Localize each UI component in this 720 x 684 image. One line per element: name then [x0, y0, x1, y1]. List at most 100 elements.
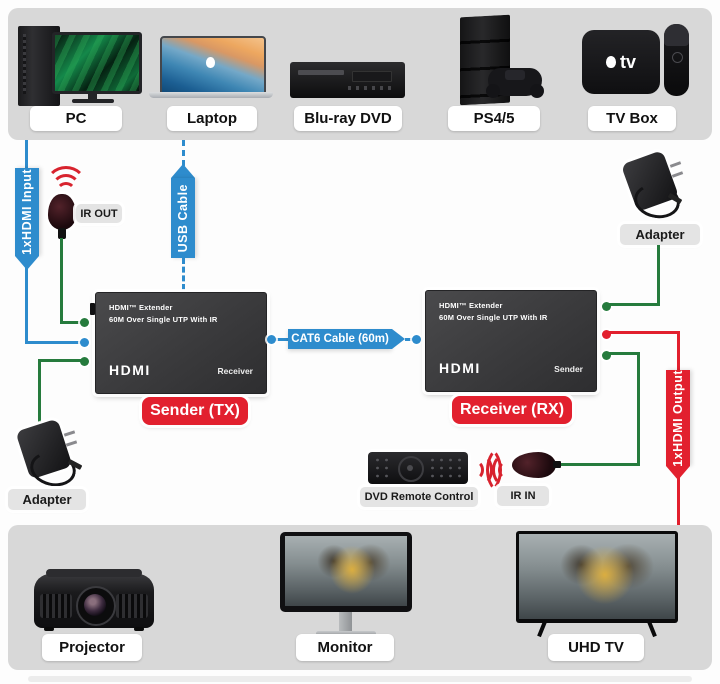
banner-hdmi-input: 1xHDMI Input	[15, 168, 39, 256]
extender-receiver-title-line2: 60M Over Single UTP With IR	[439, 313, 548, 323]
banner-cat6: CAT6 Cable (60m)	[288, 329, 392, 349]
apple-tv-logo-text: tv	[619, 51, 636, 72]
label-tvbox: TV Box	[588, 106, 676, 131]
label-projector: Projector	[42, 634, 142, 661]
extender-sender-title-line2: 60M Over Single UTP With IR	[109, 315, 218, 325]
label-uhdtv-text: UHD TV	[568, 639, 624, 656]
ps4-controller-touchpad	[505, 70, 525, 80]
label-adapter-right: Adapter	[620, 224, 700, 245]
extender-receiver-corner-text: Sender	[554, 364, 583, 374]
apple-logo-icon	[206, 57, 215, 68]
connector-dot-blue	[412, 335, 421, 344]
pc-monitor	[52, 32, 142, 94]
ir-in-receiver	[512, 452, 556, 478]
uhdtv-screen	[519, 534, 675, 619]
tvbox-remote-button	[672, 52, 683, 63]
label-projector-text: Projector	[59, 639, 125, 656]
banner-cat6-text: CAT6 Cable (60m)	[291, 333, 389, 345]
hdmi-logo: HDMI	[439, 360, 481, 376]
projector-top	[46, 569, 142, 577]
label-laptop-text: Laptop	[187, 110, 237, 127]
extender-receiver-box: HDMI™ Extender 60M Over Single UTP With …	[425, 290, 597, 392]
banner-hdmi-input-arrow	[15, 256, 39, 270]
ir-out-emitter-stem	[58, 228, 66, 239]
tag-sender-tx: Sender (TX)	[142, 397, 248, 425]
label-bluray: Blu-ray DVD	[294, 106, 402, 131]
cable-hdmi-input-horizontal	[25, 341, 87, 344]
ir-in-receiver-stem	[553, 461, 561, 468]
cable-usb-dashed-top	[182, 140, 185, 166]
label-ir-out: IR OUT	[76, 204, 122, 223]
hdmi-logo: HDMI	[109, 362, 151, 378]
label-ir-in: IR IN	[497, 486, 549, 506]
ps4-controller-grip-right	[530, 84, 544, 98]
laptop-base	[149, 92, 273, 98]
projector-foot	[44, 627, 54, 631]
label-tvbox-text: TV Box	[606, 110, 658, 127]
banner-usb: USB Cable	[171, 178, 195, 258]
connector-dot-blue	[267, 335, 276, 344]
connector-dot-green	[602, 302, 611, 311]
cable-ir-out-vertical	[60, 238, 63, 324]
banner-cat6-arrow	[392, 329, 405, 349]
ps4-controller-grip-left	[486, 84, 500, 98]
cable-ir-out-horizontal	[60, 321, 86, 324]
label-dvd-remote: DVD Remote Control	[360, 487, 478, 507]
extender-receiver-title-line1: HDMI™ Extender	[439, 301, 503, 310]
cable-adapter-left-vertical	[38, 359, 41, 422]
adapter-left-prong	[63, 430, 76, 437]
label-ir-out-text: IR OUT	[80, 207, 118, 220]
footer-shadow-strip	[28, 676, 692, 682]
label-ps4-text: PS4/5	[473, 110, 515, 127]
extender-sender-title-line1: HDMI™ Extender	[109, 303, 173, 312]
cable-adapter-right-horizontal	[606, 303, 660, 306]
cable-ir-in-horizontal-bottom	[556, 463, 640, 466]
label-adapter-right-text: Adapter	[635, 227, 685, 242]
dvd-remote-dpad	[398, 456, 424, 482]
banner-hdmi-input-text: 1xHDMI Input	[20, 169, 34, 255]
pc-monitor-stand	[88, 92, 97, 99]
ir-out-signal-icon	[45, 166, 87, 206]
connector-dot-red	[602, 330, 611, 339]
label-monitor-text: Monitor	[317, 639, 373, 656]
tvbox-remote-touchpad	[664, 24, 689, 46]
tag-receiver-rx-text: Receiver (RX)	[459, 401, 565, 418]
tag-sender-tx-text: Sender (TX)	[150, 402, 240, 419]
connector-dot-green	[80, 318, 89, 327]
extender-receiver-title: HDMI™ Extender 60M Over Single UTP With …	[439, 300, 548, 325]
cable-adapter-right-vertical	[657, 245, 660, 306]
extender-sender-title: HDMI™ Extender 60M Over Single UTP With …	[109, 302, 218, 327]
cable-cat6-left	[267, 338, 291, 341]
banner-usb-text: USB Cable	[176, 183, 190, 253]
label-ps4: PS4/5	[448, 106, 540, 131]
apple-tv-apple-icon	[605, 56, 616, 68]
ir-out-emitter	[48, 194, 76, 230]
projector-vent-left	[40, 594, 72, 618]
adapter-left-prong	[65, 440, 78, 447]
monitor-stand	[339, 612, 352, 633]
projector-foot	[134, 627, 144, 631]
pc-tower-vent	[23, 34, 26, 94]
connector-dot-green	[602, 351, 611, 360]
banner-hdmi-output-arrow	[666, 466, 690, 480]
cable-ir-in-horizontal-top	[606, 352, 640, 355]
projector-lens	[84, 594, 106, 616]
bluray-display	[352, 71, 392, 82]
label-uhdtv: UHD TV	[548, 634, 644, 661]
extender-sender-box: HDMI™ Extender 60M Over Single UTP With …	[95, 292, 267, 394]
label-bluray-text: Blu-ray DVD	[304, 110, 392, 127]
ir-in-signal-icon	[486, 447, 516, 493]
bluray-buttons	[348, 86, 392, 90]
banner-hdmi-output-text: 1xHDMI Output	[671, 369, 685, 467]
banner-usb-arrow	[171, 164, 195, 178]
label-monitor: Monitor	[296, 634, 394, 661]
connector-dot-blue	[80, 338, 89, 347]
connector-dot-green	[80, 357, 89, 366]
label-ir-in-text: IR IN	[510, 490, 536, 502]
tag-receiver-rx: Receiver (RX)	[452, 396, 572, 424]
monitor-base	[316, 631, 376, 636]
dvd-remote-buttons	[373, 456, 393, 480]
cable-adapter-left-horizontal	[38, 359, 82, 362]
cable-usb-dashed-bottom	[182, 258, 185, 290]
